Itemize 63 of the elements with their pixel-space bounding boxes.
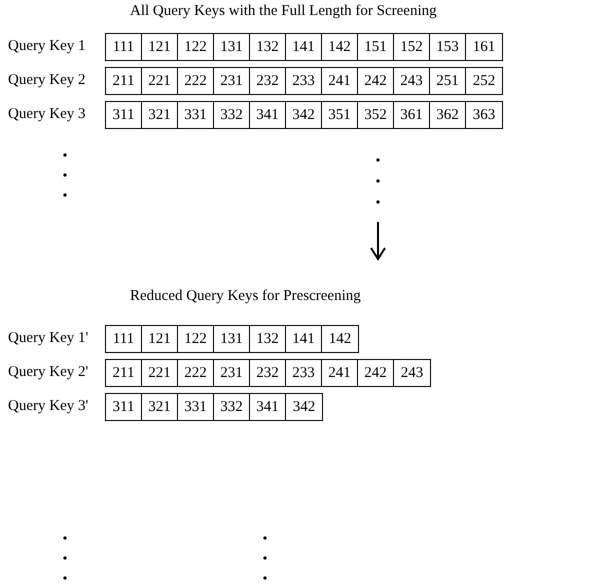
key-cell: 242	[358, 360, 394, 386]
key-cell: 131	[214, 326, 250, 352]
key-cell: 132	[250, 34, 286, 60]
key-cell: 341	[250, 102, 286, 128]
key-cell: 222	[178, 360, 214, 386]
key-cell: 362	[430, 102, 466, 128]
key-cell: 122	[178, 34, 214, 60]
key-cell: 121	[142, 34, 178, 60]
key-cell: 221	[142, 360, 178, 386]
key-cell: 111	[106, 34, 142, 60]
key-cell: 233	[286, 360, 322, 386]
key-cell: 153	[430, 34, 466, 60]
key-cell: 251	[430, 68, 466, 94]
key-cell: 152	[394, 34, 430, 60]
key-cell: 332	[214, 394, 250, 420]
key-cell: 141	[286, 34, 322, 60]
key-cell: 231	[214, 360, 250, 386]
key-cell: 332	[214, 102, 250, 128]
key-cell: 311	[106, 102, 142, 128]
key-cell: 222	[178, 68, 214, 94]
key-cell: 351	[322, 102, 358, 128]
key-cell: 232	[250, 360, 286, 386]
key-cell: 211	[106, 360, 142, 386]
key-cell: 341	[250, 394, 286, 420]
key-cell: 221	[142, 68, 178, 94]
key-cell: 233	[286, 68, 322, 94]
row-label: Query Key 2'	[8, 364, 88, 381]
key-cell: 243	[394, 68, 430, 94]
key-cell-text: 363	[472, 106, 496, 124]
section-title: All Query Keys with the Full Length for Screening	[130, 3, 437, 20]
key-cell: 321	[142, 102, 178, 128]
key-cell: 111	[106, 326, 142, 352]
key-cell: 122	[178, 326, 214, 352]
key-cell: 151	[358, 34, 394, 60]
key-cell-text: 252	[472, 72, 496, 90]
row-label: Query Key 3	[8, 106, 86, 123]
key-cell-text: 142	[328, 330, 352, 348]
row-label: Query Key 2	[8, 72, 86, 89]
key-cell: 361	[394, 102, 430, 128]
row-label: Query Key 3'	[8, 398, 88, 415]
key-cell: 231	[214, 68, 250, 94]
key-cell: 241	[322, 360, 358, 386]
key-cell: 241	[322, 68, 358, 94]
key-cell: 131	[214, 34, 250, 60]
key-cell: 342	[286, 102, 322, 128]
key-cell: 121	[142, 326, 178, 352]
row-label: Query Key 1	[8, 38, 86, 55]
key-cell-text: 243	[400, 364, 424, 382]
key-cell: 132	[250, 326, 286, 352]
section-title: Reduced Query Keys for Prescreening	[130, 288, 361, 305]
key-cell: 331	[178, 102, 214, 128]
key-cell: 232	[250, 68, 286, 94]
key-cell: 331	[178, 394, 214, 420]
key-cell-text: 342	[292, 398, 316, 416]
row-label: Query Key 1'	[8, 330, 88, 347]
key-cell: 311	[106, 394, 142, 420]
key-cell: 352	[358, 102, 394, 128]
key-cell: 142	[322, 34, 358, 60]
key-cell: 321	[142, 394, 178, 420]
key-cell: 211	[106, 68, 142, 94]
key-cell: 242	[358, 68, 394, 94]
key-cell: 141	[286, 326, 322, 352]
key-cell-text: 161	[472, 38, 496, 56]
